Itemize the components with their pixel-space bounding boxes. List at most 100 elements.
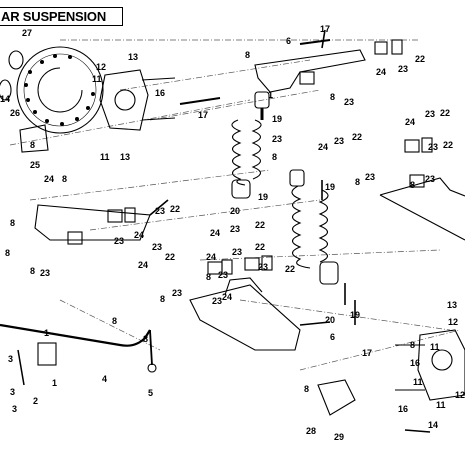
- callout-9: 6: [330, 332, 335, 342]
- callout-22: 23: [155, 206, 165, 216]
- callout-8: 8: [112, 316, 117, 326]
- callout-22: 23: [398, 64, 408, 74]
- callout-12: 12: [96, 62, 106, 72]
- bushings-right: [404, 137, 433, 188]
- knuckle-left: [99, 69, 149, 131]
- callout-16: 16: [410, 358, 420, 368]
- stabilizer-bar: [0, 323, 151, 347]
- callout-3: 3: [10, 387, 15, 397]
- callout-8: 8: [62, 174, 67, 184]
- callout-19: 19: [350, 310, 360, 320]
- callout-8: 8: [160, 294, 165, 304]
- callout-12: 12: [455, 390, 465, 400]
- bushings-top-right: [299, 39, 403, 85]
- callout-8: 8: [245, 50, 250, 60]
- callout-8: 8: [10, 218, 15, 228]
- callout-22: 23: [218, 270, 228, 280]
- callout-19: 19: [325, 182, 335, 192]
- diagram-title: AR SUSPENSION: [1, 9, 107, 24]
- callout-23: 24: [376, 67, 386, 77]
- callout-22: 23: [230, 224, 240, 234]
- callout-14: 14: [0, 94, 10, 104]
- callout-8: 8: [272, 152, 277, 162]
- callout-3: 3: [12, 404, 17, 414]
- callout-8: 8: [5, 248, 10, 258]
- upper-arm: [254, 49, 366, 93]
- callout-17: 17: [198, 110, 208, 120]
- callout-14: 14: [428, 420, 438, 430]
- seal-14: [0, 79, 12, 101]
- callout-8: 8: [304, 384, 309, 394]
- bearing-28: [8, 50, 24, 70]
- callout-17: 17: [320, 24, 330, 34]
- callout-29: 29: [334, 432, 344, 442]
- callout-21: 22: [440, 108, 450, 118]
- callout-23: 24: [405, 117, 415, 127]
- callout-2: 2: [33, 396, 38, 406]
- callout-21: 22: [255, 220, 265, 230]
- title-box: AR SUSPENSION: [0, 7, 123, 26]
- callout-22: 23: [232, 247, 242, 257]
- shock-absorber-right: [289, 169, 339, 285]
- callout-22: 23: [425, 174, 435, 184]
- callout-21: 22: [170, 204, 180, 214]
- callout-16: 16: [398, 404, 408, 414]
- callout-labels: 27 14 26 13 12 11 16 17 13 11 8 25 17 6 …: [0, 24, 465, 442]
- callout-8: 8: [410, 180, 415, 190]
- callout-11: 11: [100, 152, 110, 162]
- callout-1: 1: [44, 328, 49, 338]
- callout-8: 8: [330, 92, 335, 102]
- brake-disc: [16, 46, 104, 134]
- callout-11: 11: [436, 400, 446, 410]
- callout-22: 23: [40, 268, 50, 278]
- callout-21: 22: [165, 252, 175, 262]
- callout-8: 8: [30, 266, 35, 276]
- callout-23: 24: [134, 230, 144, 240]
- callout-26: 28: [306, 426, 316, 436]
- callout-21: 22: [443, 140, 453, 150]
- callout-16: 16: [155, 88, 165, 98]
- callout-8: 8: [355, 177, 360, 187]
- lower-arm-center: [189, 284, 301, 351]
- callout-21: 22: [285, 264, 295, 274]
- caliper-bracket: [19, 124, 49, 153]
- callout-20: 20: [230, 206, 240, 216]
- callout-23: 24: [210, 228, 220, 238]
- callout-21: 22: [352, 132, 362, 142]
- callout-22: 23: [272, 134, 282, 144]
- callout-23: 24: [206, 252, 216, 262]
- callout-6: 6: [286, 36, 291, 46]
- callout-19: 19: [258, 192, 268, 202]
- callout-22: 23: [152, 242, 162, 252]
- callout-3: 3: [8, 354, 13, 364]
- bar-clamp: [37, 342, 57, 366]
- callout-23: 24: [222, 292, 232, 302]
- callout-13: 13: [128, 52, 138, 62]
- callout-1: 1: [268, 90, 273, 100]
- bracket-29: [317, 379, 356, 416]
- callout-28: 27: [22, 28, 32, 38]
- callout-11: 11: [92, 74, 102, 84]
- callout-22: 23: [425, 109, 435, 119]
- shock-absorber-left: [231, 91, 270, 199]
- callout-11: 11: [413, 377, 423, 387]
- callout-22: 23: [172, 288, 182, 298]
- knuckle-right: [417, 329, 465, 401]
- long-bolt-17: [179, 97, 221, 105]
- callout-27: 26: [10, 108, 20, 118]
- callout-4: 4: [102, 374, 107, 384]
- callout-24: 24: [44, 174, 54, 184]
- callout-13: 13: [120, 152, 130, 162]
- callout-8: 8: [143, 334, 148, 344]
- link-rod: [149, 329, 153, 366]
- callout-23: 24: [318, 142, 328, 152]
- lower-arm-left: [34, 204, 151, 241]
- callout-22: 23: [344, 97, 354, 107]
- callout-22: 23: [428, 142, 438, 152]
- callout-22: 23: [114, 236, 124, 246]
- bushings-left: [67, 207, 136, 245]
- callout-11: 11: [430, 342, 440, 352]
- callout-8: 8: [206, 272, 211, 282]
